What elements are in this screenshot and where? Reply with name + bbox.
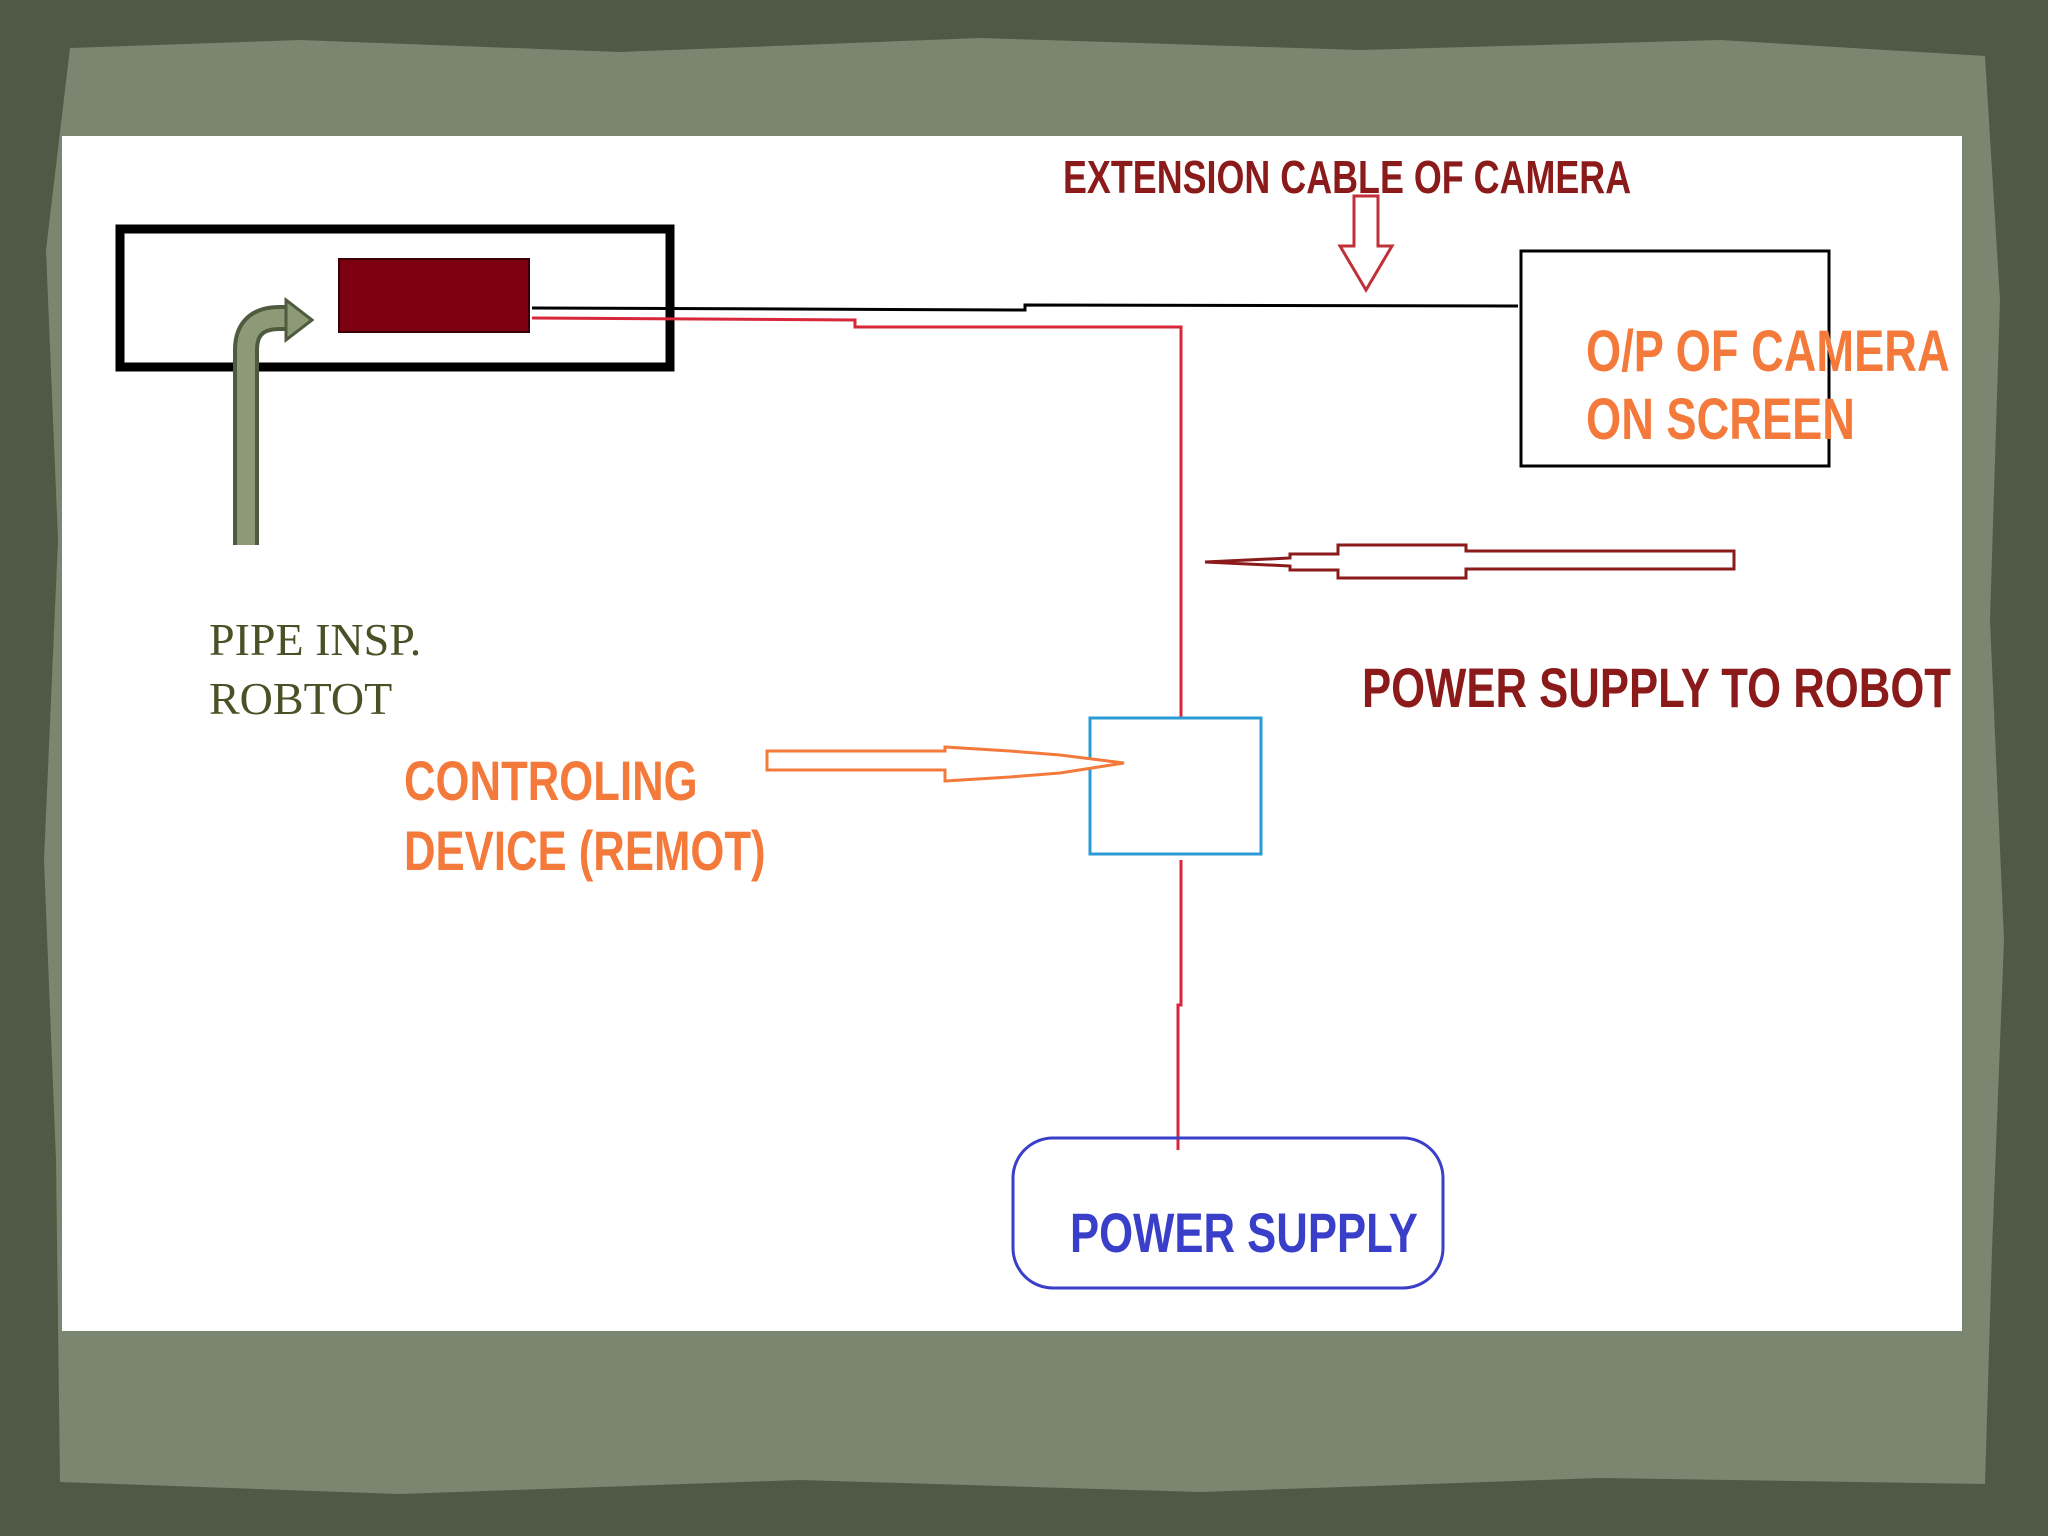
diagram-card xyxy=(62,136,1962,1331)
controlling-device-label-line2: DEVICE (REMOT) xyxy=(404,819,766,882)
bent-arrow-head-icon xyxy=(284,296,315,344)
power-to-robot-arrow-icon xyxy=(1204,543,1736,580)
pipe-robot-label-line2: ROBTOT xyxy=(209,673,393,724)
extension-cable-label: EXTENSION CABLE OF CAMERA xyxy=(1063,151,1632,203)
extension-cable-line xyxy=(531,303,1519,312)
red-wire xyxy=(531,316,1183,718)
power-supply-box xyxy=(1011,1136,1445,1290)
extension-down-arrow-icon xyxy=(1337,194,1395,293)
controlling-device-label-line1: CONTROLING xyxy=(404,749,698,812)
camera-output-box xyxy=(1519,249,1831,468)
camera-output-label-line1: O/P OF CAMERA xyxy=(1586,319,1950,384)
controlling-arrow-icon xyxy=(765,745,1125,783)
pipe-robot-label-line1: PIPE INSP. xyxy=(209,614,422,665)
pipe-outline xyxy=(115,224,675,372)
red-wire-to-power xyxy=(1176,860,1183,1150)
camera-output-label-line2: ON SCREEN xyxy=(1586,387,1855,452)
power-supply-label: POWER SUPPLY xyxy=(1070,1201,1418,1264)
bent-arrow-icon-fill xyxy=(237,309,290,545)
power-supply-to-robot-label: POWER SUPPLY TO ROBOT xyxy=(1362,656,1951,719)
controlling-device-box xyxy=(1088,716,1263,856)
camera-block xyxy=(338,258,530,333)
